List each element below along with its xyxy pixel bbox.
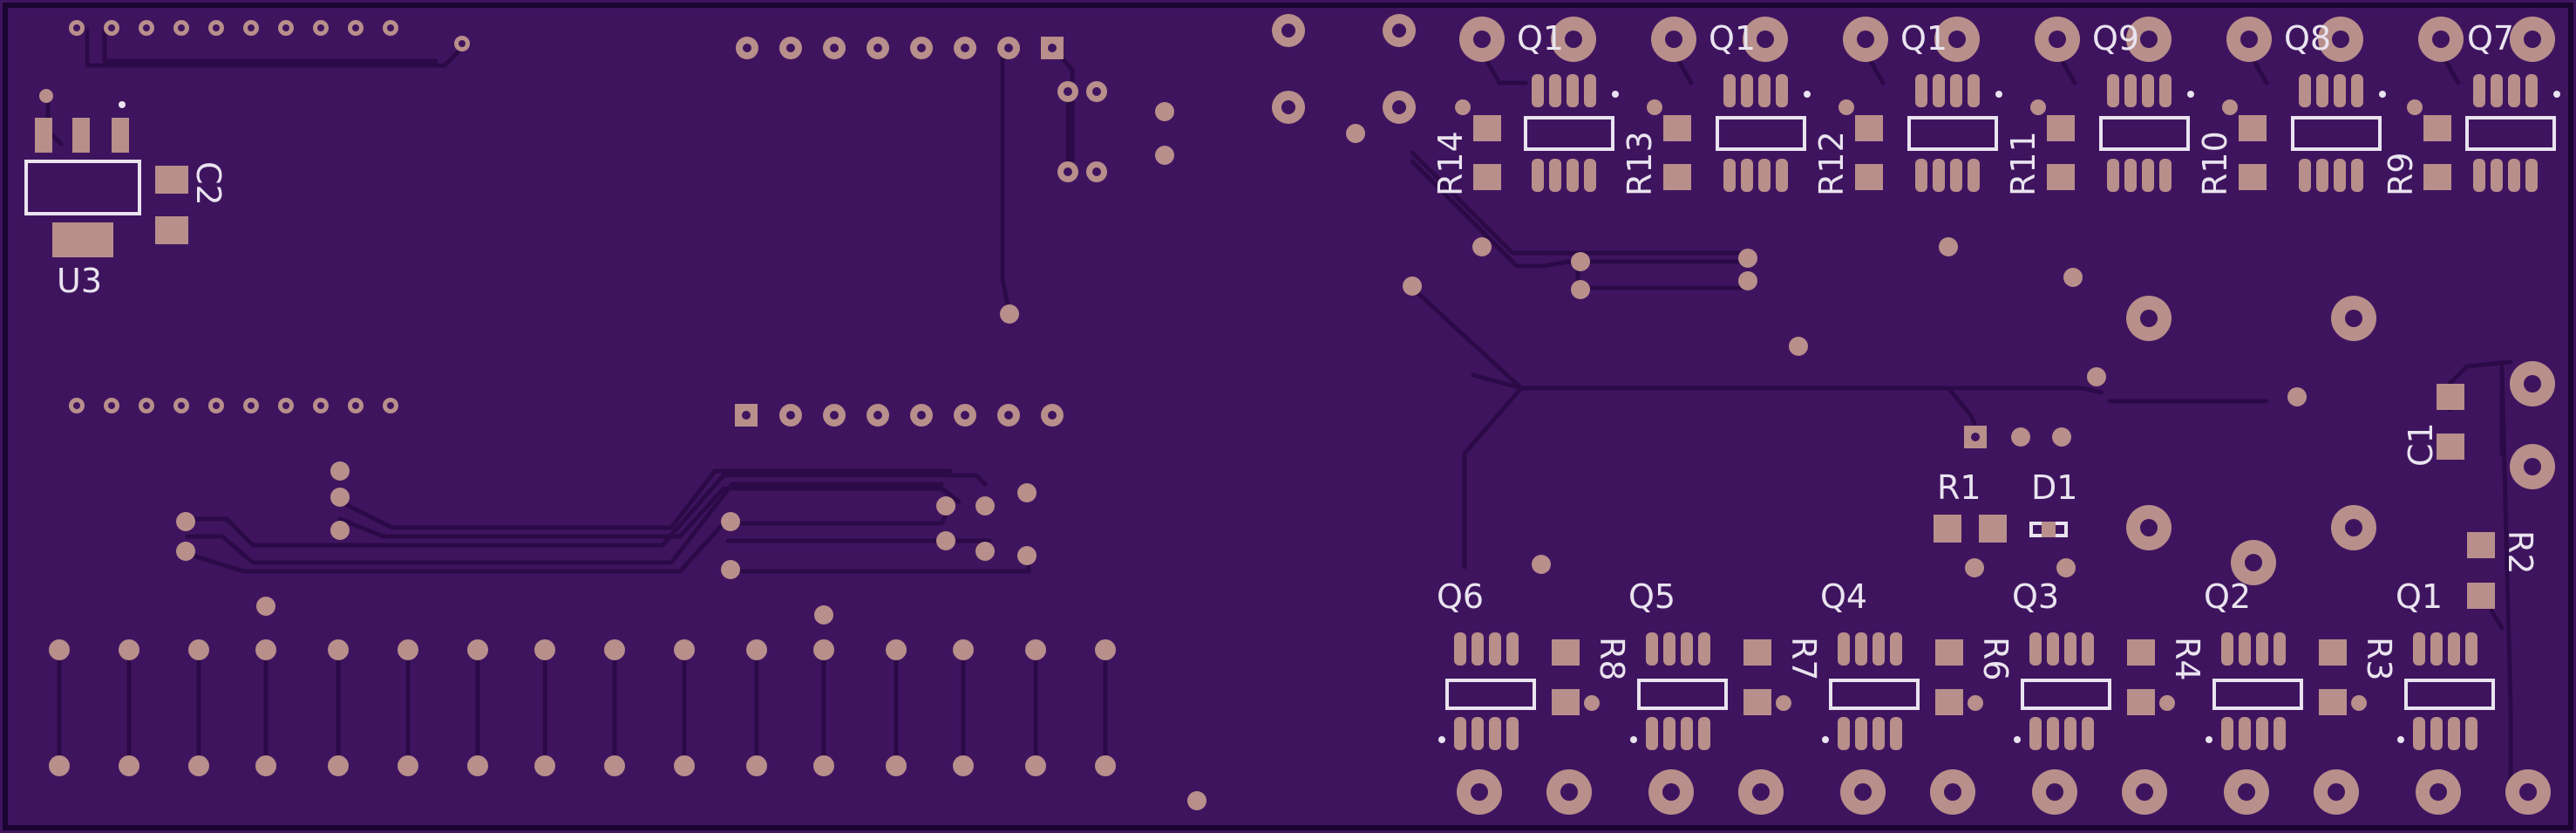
label-bottom-r: R3 [2360, 637, 2398, 681]
bottom-transistor-row [1457, 769, 2551, 815]
label-bottom-q: Q1 [2396, 577, 2443, 616]
top-soic-footprints [1524, 74, 2560, 192]
c1-footprint [2437, 384, 2464, 460]
label-top-r: R12 [1812, 131, 1851, 196]
label-bottom-r: R4 [2168, 637, 2206, 681]
label-bottom-q: Q4 [1820, 577, 1868, 616]
label-top-q: Q1 [1900, 19, 1948, 58]
label-top-r: R13 [1621, 131, 1659, 196]
u3-footprint [24, 89, 141, 257]
label-bottom-q: Q3 [2012, 577, 2060, 616]
label-r1: R1 [1937, 468, 1981, 507]
top-resistor-pads [1455, 99, 2451, 190]
label-r2: R2 [2501, 530, 2539, 575]
label-bottom-r: R8 [1593, 637, 1631, 681]
label-u3: U3 [57, 262, 102, 300]
label-top-q: Q1 [1517, 19, 1565, 58]
r2-footprint [2467, 532, 2495, 609]
label-bottom-q: Q2 [2204, 577, 2252, 616]
label-top-q: Q1 [1709, 19, 1757, 58]
r1-d1-footprint [1934, 515, 2068, 543]
top-transistor-row [1459, 17, 2555, 62]
label-bottom-r: R6 [1976, 637, 2015, 681]
label-top-q: Q8 [2284, 19, 2332, 58]
board-outline [3, 3, 2573, 830]
bottom-soic-footprints [1438, 632, 2495, 750]
vias-center [176, 81, 2307, 810]
label-bottom-q: Q6 [1437, 577, 1485, 616]
label-bottom-q: Q5 [1628, 577, 1676, 616]
label-bottom-r: R7 [1784, 637, 1823, 681]
label-top-r: R11 [2004, 131, 2042, 196]
label-top-q: Q7 [2467, 19, 2515, 58]
label-top-r: R10 [2196, 131, 2234, 196]
copper-traces [45, 28, 2513, 788]
screw-terminal-left [49, 639, 1116, 776]
label-top-r: R14 [1431, 131, 1470, 196]
bottom-resistor-pads [1552, 639, 2367, 715]
label-d1: D1 [2031, 468, 2078, 507]
label-c1: C1 [2402, 422, 2440, 467]
label-top-q: Q9 [2092, 19, 2140, 58]
label-c2: C2 [189, 161, 228, 206]
c2-footprint [155, 166, 188, 244]
label-top-r: R9 [2382, 152, 2420, 196]
